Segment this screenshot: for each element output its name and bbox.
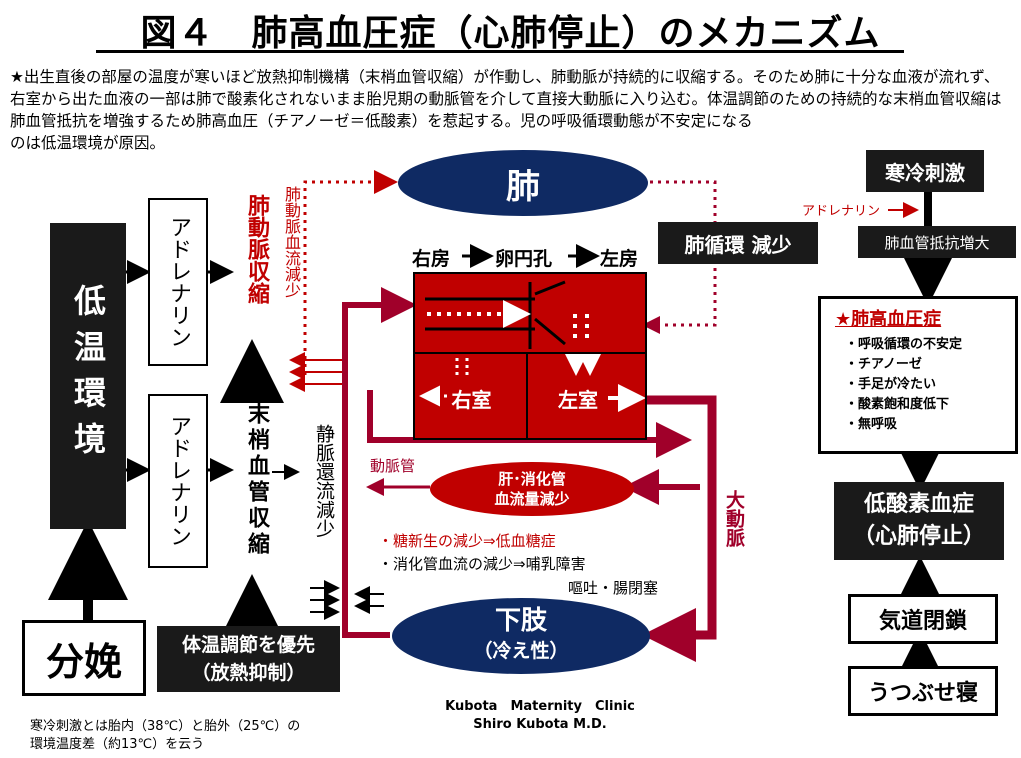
cold-stimulus-box: 寒冷刺激 (866, 150, 984, 192)
symptom-item: ・酸素飽和度低下 (845, 397, 950, 412)
adrenaline-box-2: アドレナリン (148, 394, 208, 568)
peripheral-constriction-label: 末梢血管収縮 (244, 402, 269, 558)
title-underline (96, 50, 904, 53)
thermo-box: 体温調節を優先 （放熱抑制） (157, 626, 340, 692)
liver-line-1: 肝･消化管 (498, 470, 566, 488)
black-arrow-group (310, 580, 384, 620)
lv-label: 左室 (558, 388, 598, 412)
footnote: 寒冷刺激とは胎内（38℃）と胎外（25℃）の 環境温度差（約13℃）を云う (30, 718, 350, 754)
atria-flow-marks (425, 280, 589, 349)
ductus-path (367, 390, 692, 458)
heart-header-fo: 卵円孔 (495, 248, 553, 270)
hypoxemia-line-1: 低酸素血症 (863, 492, 974, 517)
lung-ellipse: 肺 (398, 150, 648, 216)
pulm-circ-decrease-box: 肺循環 減少 (658, 222, 818, 264)
heart-header-la: 左房 (600, 248, 639, 270)
lower-limb-line-2: （冷え性） (473, 640, 569, 662)
lower-limb-ellipse: 下肢 （冷え性） (392, 598, 650, 674)
lower-limb-line-1: 下肢 (494, 606, 547, 636)
airway-box: 気道閉鎖 (848, 594, 998, 644)
red-arrow-group (289, 352, 345, 392)
pa-constriction-label: 肺動脈収縮 (244, 194, 269, 304)
low-temp-box: 低温環境 (50, 223, 126, 529)
aorta-label: 大動脈 (723, 490, 745, 547)
aorta-path (640, 395, 717, 662)
footnote-line-2: 環境温度差（約13℃）を云う (30, 737, 205, 752)
adrenaline-box-1: アドレナリン (148, 198, 208, 366)
effect-3: 嘔吐・腸閉塞 (568, 579, 659, 597)
rv-label: 右室 (451, 388, 492, 412)
symptom-item: ・手足が冷たい (845, 377, 937, 392)
effect-2: ・消化管血流の減少⇒哺乳障害 (378, 555, 586, 573)
symptom-item: ・呼吸循環の不安定 (845, 337, 963, 352)
liver-ellipse: 肝･消化管 血流量減少 (430, 462, 634, 516)
rv-flow-marks (419, 358, 469, 407)
right-ventricle: 右室 (413, 352, 530, 440)
credit-line-1: Kubota Maternity Clinic (445, 699, 635, 714)
dotted-pa-flow (303, 170, 398, 375)
liver-line-2: 血流量減少 (494, 490, 570, 508)
ph-title: ★肺高血圧症 (835, 309, 942, 330)
hypoxemia-line-2: （心肺停止） (852, 524, 985, 549)
intro-tail: のは低温環境が原因。 (10, 134, 166, 152)
intro-main: ★出生直後の部屋の温度が寒いほど放熱抑制機構（末梢血管収縮）が作動し、肺動脈が持… (10, 68, 1002, 130)
footnote-line-1: 寒冷刺激とは胎内（38℃）と胎外（25℃）の (30, 719, 301, 734)
prone-box: うつぶせ寝 (848, 666, 998, 716)
page-title: 図４ 肺高血圧症（心肺停止）のメカニズム (140, 13, 881, 54)
credit: Kubota Maternity Clinic Shiro Kubota M.D… (420, 698, 660, 734)
pvr-increase-box: 肺血管抵抗増大 (858, 226, 1016, 258)
heart-atria (413, 272, 647, 356)
thermo-line-2: （放熱抑制） (191, 662, 306, 684)
ph-box: ★肺高血圧症 ・呼吸循環の不安定 ・チアノーゼ ・手足が冷たい ・酸素飽和度低下… (818, 296, 1018, 454)
thermo-line-1: 体温調節を優先 (181, 634, 315, 656)
ductus-label: 動脈管 (370, 457, 416, 475)
dotted-pulm-to-heart (642, 260, 717, 334)
dotted-lung-to-pulm (650, 180, 717, 222)
delivery-box: 分娩 (22, 620, 146, 696)
left-ventricle: 左室 (526, 352, 647, 440)
right-adrenaline-label: アドレナリン (802, 204, 881, 219)
symptom-item: ・チアノーゼ (845, 357, 922, 372)
pa-flow-decrease-label: 肺動脈血流減少 (282, 186, 301, 298)
lv-flow-marks (562, 354, 645, 412)
venous-return-label: 静脈還流減少 (313, 424, 335, 538)
intro-text: ★出生直後の部屋の温度が寒いほど放熱抑制機構（末梢血管収縮）が作動し、肺動脈が持… (10, 66, 1010, 154)
venous-return-path (342, 287, 417, 638)
symptom-item: ・無呼吸 (845, 417, 898, 432)
credit-line-2: Shiro Kubota M.D. (473, 717, 607, 732)
symptom-list: ・呼吸循環の不安定 ・チアノーゼ ・手足が冷たい ・酸素飽和度低下 ・無呼吸 (845, 335, 1015, 435)
heart-header-ra: 右房 (412, 248, 451, 270)
effect-1: ・糖新生の減少⇒低血糖症 (378, 532, 556, 550)
hypoxemia-box: 低酸素血症 （心肺停止） (834, 482, 1004, 560)
